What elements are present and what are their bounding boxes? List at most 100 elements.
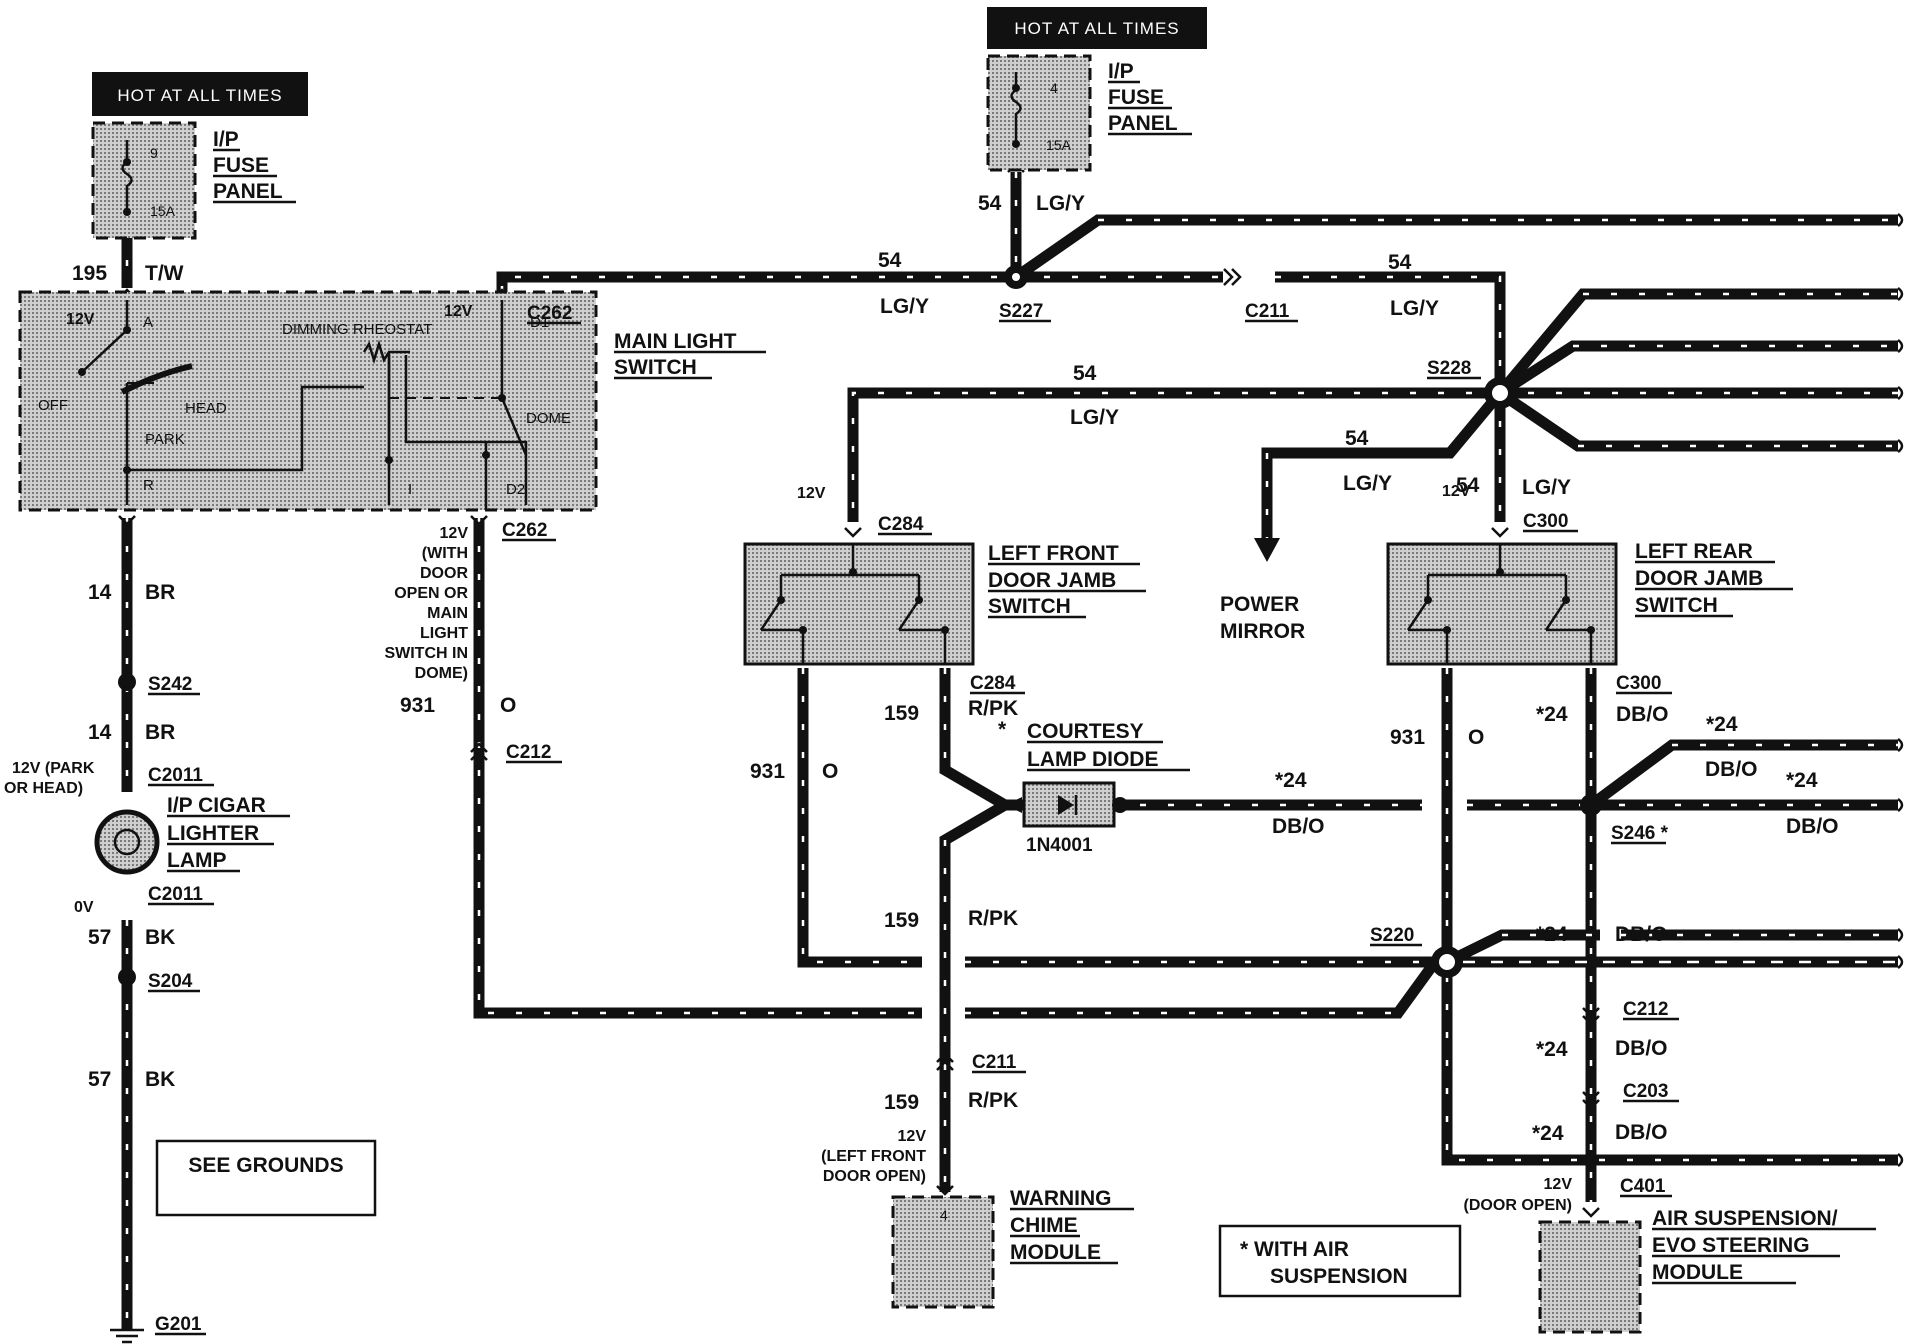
chime-pin-4: 4 bbox=[940, 1207, 948, 1223]
wire-lgy-lr-label: LG/Y bbox=[1522, 476, 1571, 499]
power-mirror-arrow bbox=[1254, 538, 1280, 562]
wire-o-lr-label: O bbox=[1468, 726, 1484, 749]
wire-54-upper-right bbox=[1012, 214, 1898, 282]
lr-door-label-2: DOOR JAMB bbox=[1635, 567, 1763, 590]
wire-159-upper bbox=[939, 668, 1016, 1192]
fuse-top-label-2: FUSE bbox=[1108, 86, 1164, 109]
lr-door-label-3: SWITCH bbox=[1635, 594, 1718, 617]
lf-door-label-1: LEFT FRONT bbox=[988, 542, 1119, 565]
wire-24-lr-label: *24 bbox=[1536, 703, 1568, 726]
diode-part-label: 1N4001 bbox=[1026, 835, 1093, 856]
wire-dbo-c212-label: DB/O bbox=[1615, 1037, 1668, 1060]
wire-br-label-1: BR bbox=[145, 581, 175, 604]
fuse-left-label-3: PANEL bbox=[213, 180, 283, 203]
wire-931-lf bbox=[797, 668, 922, 968]
see-grounds-box[interactable] bbox=[155, 1139, 377, 1217]
splice-s246-label: S246 * bbox=[1611, 823, 1669, 844]
wire-dbo-s220-label: DB/O bbox=[1615, 923, 1668, 946]
wire-bk-label-1: BK bbox=[145, 926, 175, 949]
ground-g201-label: G201 bbox=[155, 1314, 202, 1335]
cig-note-2: OR HEAD) bbox=[4, 780, 83, 797]
wire-o-c262-label: O bbox=[500, 694, 516, 717]
wire-fan-4 bbox=[1496, 388, 1898, 452]
switch-label-off: OFF bbox=[38, 397, 68, 414]
hot-badge-top bbox=[987, 7, 1207, 49]
fuse-4: 4 bbox=[1050, 80, 1058, 96]
c262-note-6: LIGHT bbox=[420, 625, 468, 642]
wire-931-lr-label: 931 bbox=[1390, 726, 1425, 749]
splice-s220-label: S220 bbox=[1370, 925, 1414, 946]
wire-54-top-label: 54 bbox=[978, 192, 1002, 215]
wire-24-c212-label: *24 bbox=[1536, 1038, 1568, 1061]
lf-door-label-2: DOOR JAMB bbox=[988, 569, 1116, 592]
door-open-note-2: (DOOR OPEN) bbox=[1464, 1197, 1572, 1214]
wire-24-upper-right-label: *24 bbox=[1706, 713, 1738, 736]
wire-bk-label-2: BK bbox=[145, 1068, 175, 1091]
c262-note-1: 12V bbox=[440, 525, 469, 542]
courtesy-diode-label-1: COURTESY bbox=[1027, 720, 1144, 743]
switch-label-dimming: DIMMING RHEOSTAT bbox=[282, 321, 432, 338]
splice-s242-label: S242 bbox=[148, 674, 192, 695]
c2011-top-label: C2011 bbox=[148, 765, 203, 786]
hot-badge-top-text: HOT AT ALL TIMES bbox=[1014, 19, 1179, 38]
hot-badge-left bbox=[92, 72, 308, 116]
warning-chime-label-1: WARNING bbox=[1010, 1187, 1112, 1210]
chime-note-1: 12V bbox=[898, 1128, 927, 1145]
v12-lr: 12V bbox=[1442, 483, 1471, 500]
switch-label-r: R bbox=[143, 477, 154, 494]
power-mirror-label-2: MIRROR bbox=[1220, 620, 1305, 643]
air-suspension-module-box bbox=[1538, 1220, 1642, 1334]
wire-24-diode-label: *24 bbox=[1275, 769, 1307, 792]
see-grounds-label: SEE GROUNDS bbox=[188, 1154, 343, 1177]
air-note-line-2: SUSPENSION bbox=[1270, 1265, 1408, 1288]
wire-rpk-bottom-label: R/PK bbox=[968, 1089, 1018, 1112]
c262-note-2: (WITH bbox=[422, 545, 468, 562]
chime-note-3: DOOR OPEN) bbox=[823, 1168, 926, 1185]
wire-931-c262-label: 931 bbox=[400, 694, 435, 717]
c262-note-3: DOOR bbox=[420, 565, 468, 582]
wire-rpk-mid-label: R/PK bbox=[968, 907, 1018, 930]
courtesy-diode-label-2: LAMP DIODE bbox=[1027, 748, 1158, 771]
fuse-top-label-1: I/P bbox=[1108, 60, 1134, 83]
fuse-15a-left: 15A bbox=[150, 203, 176, 219]
c284-bottom-label: C284 bbox=[970, 673, 1016, 694]
air-note-box bbox=[1218, 1224, 1462, 1298]
power-mirror-label-1: POWER bbox=[1220, 593, 1299, 616]
c262-lower-label: C262 bbox=[502, 520, 547, 541]
c300-top-label: C300 bbox=[1523, 511, 1568, 532]
air-module-label-1: AIR SUSPENSION/ bbox=[1652, 1207, 1838, 1230]
wire-24-bottom-label: *24 bbox=[1532, 1122, 1564, 1145]
main-light-switch-label-2: SWITCH bbox=[614, 356, 697, 379]
c262-note-4: OPEN OR bbox=[394, 585, 468, 602]
wire-931-lf-label: 931 bbox=[750, 760, 785, 783]
c211-bottom-label: C211 bbox=[972, 1052, 1017, 1073]
wire-14-label-1: 14 bbox=[88, 581, 112, 604]
cigar-lamp-label-2: LIGHTER bbox=[167, 822, 259, 845]
c262-top-label: C262 bbox=[527, 303, 572, 324]
wire-lgy-mirror-label: LG/Y bbox=[1343, 472, 1392, 495]
ground-symbol bbox=[110, 1328, 144, 1344]
air-module-label-2: EVO STEERING bbox=[1652, 1234, 1810, 1257]
wire-57-label-1: 57 bbox=[88, 926, 111, 949]
switch-label-head: HEAD bbox=[185, 400, 227, 417]
wire-rpk-lf-label: R/PK bbox=[968, 697, 1018, 720]
fuse-top-label-3: PANEL bbox=[1108, 112, 1178, 135]
c211-top-label: C211 bbox=[1245, 301, 1290, 322]
wire-159-mid-label: 159 bbox=[884, 909, 919, 932]
wire-24-right-label: *24 bbox=[1786, 769, 1818, 792]
splice-s242 bbox=[118, 673, 136, 691]
splice-s246 bbox=[1580, 794, 1602, 816]
fuse-left-label-1: I/P bbox=[213, 128, 239, 151]
c262-note-8: DOME) bbox=[415, 665, 468, 682]
c212-right-label: C212 bbox=[1623, 999, 1668, 1020]
switch-label-d2: D2 bbox=[506, 481, 525, 498]
air-module-label-3: MODULE bbox=[1652, 1261, 1743, 1284]
wire-dbo-diode-label: DB/O bbox=[1272, 815, 1325, 838]
wire-14-label-2: 14 bbox=[88, 721, 112, 744]
splice-s204-label: S204 bbox=[148, 971, 193, 992]
switch-label-park: PARK bbox=[145, 431, 185, 448]
wire-54-lf-label: 54 bbox=[1073, 362, 1097, 385]
wire-dbo-bottom-label: DB/O bbox=[1615, 1121, 1668, 1144]
